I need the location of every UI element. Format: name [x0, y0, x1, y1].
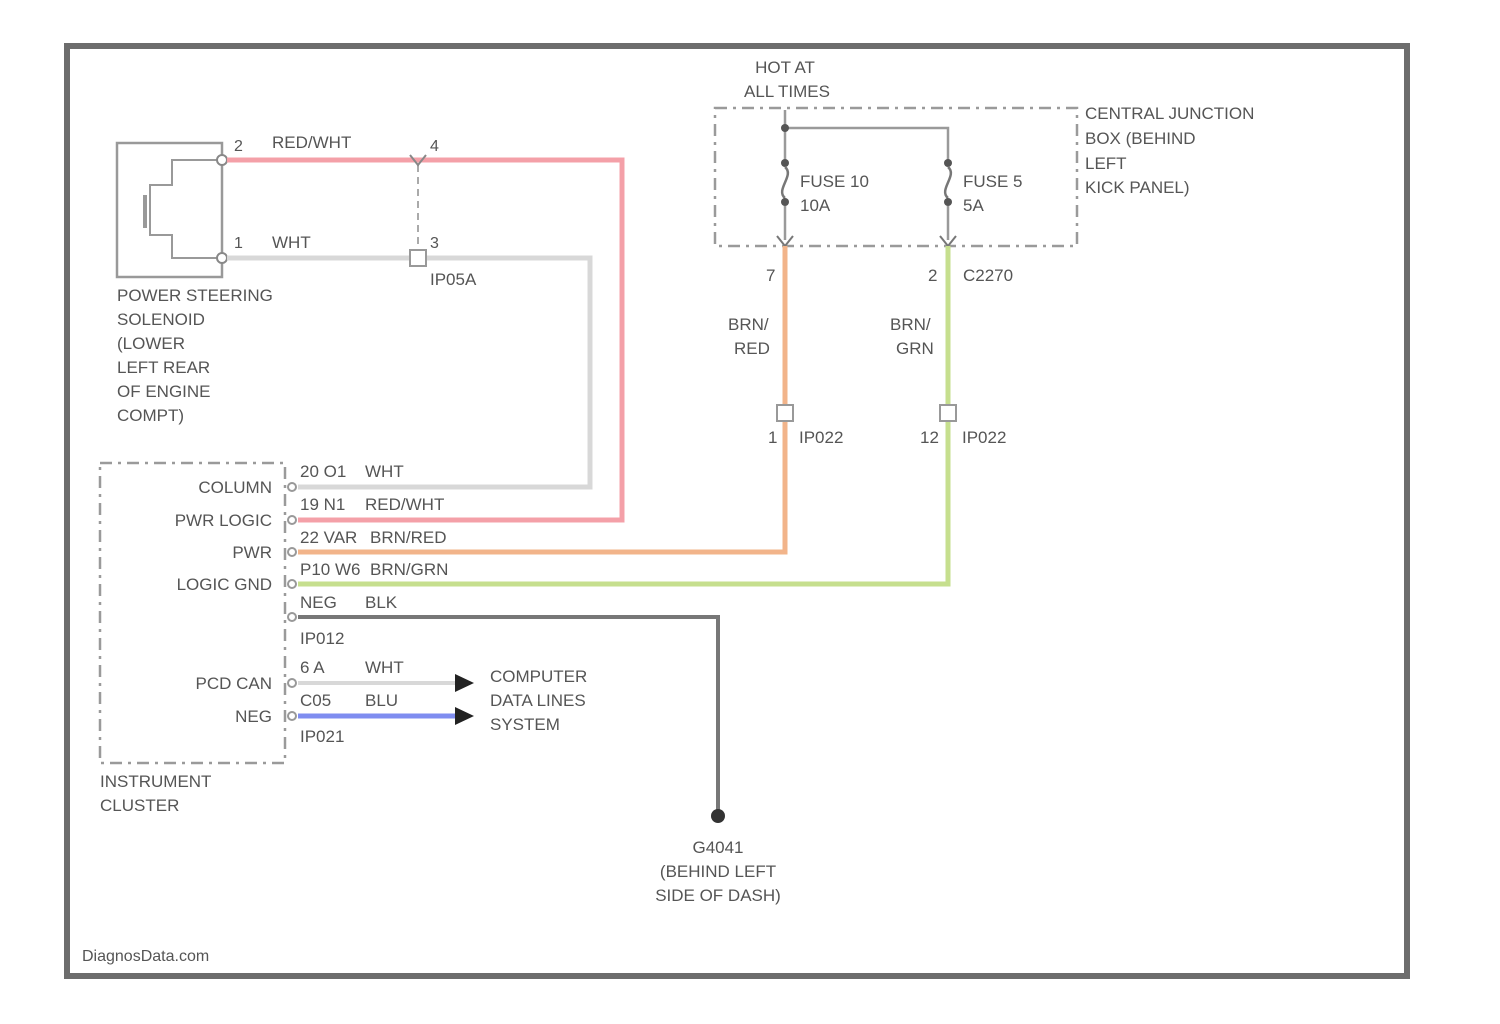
fuse-5-top-terminal [944, 159, 952, 167]
ip022-pin-1: 1 [768, 428, 777, 447]
junction-connector-id: IP05A [430, 270, 477, 289]
wire-brn-red-label-1: BRN/ [728, 315, 769, 334]
wire-brn-grn-label-2: GRN [896, 339, 934, 358]
solenoid-pin-1-terminal [217, 253, 227, 263]
ip05a-pin-3-connector-icon [410, 250, 426, 266]
cjb-connector-id: C2270 [963, 266, 1013, 285]
cluster-pin-19-wire: RED/WHT [365, 495, 444, 514]
solenoid-label-3: (LOWER [117, 334, 185, 353]
solenoid-wire-bottom-label: WHT [272, 233, 311, 252]
fuse-10-rating: 10A [800, 196, 831, 215]
hscan-plus-wire: WHT [365, 658, 404, 677]
solenoid-label-4: LEFT REAR [117, 358, 210, 377]
solenoid-label-6: COMPT) [117, 406, 184, 425]
fuse-10-label: FUSE 10 [800, 172, 869, 191]
cluster-pin-19-terminal [288, 516, 296, 524]
solenoid-pin-1: 1 [234, 235, 243, 252]
computer-data-lines-1: COMPUTER [490, 667, 587, 686]
solenoid-wire-top-label: RED/WHT [272, 133, 351, 152]
cluster-row-pwr-logic-label: PWR LOGIC [175, 511, 272, 530]
fuse-5-icon [945, 167, 951, 198]
solenoid-pin-2: 2 [234, 138, 243, 155]
ground-label-2: (BEHIND LEFT [660, 862, 776, 881]
hscan-minus-arrow-icon [455, 707, 474, 725]
cluster-pin-20-wire: WHT [365, 462, 404, 481]
fuse-10-icon [782, 167, 788, 198]
ip022-pin-1-connector-icon [777, 405, 793, 421]
cjb-pin-2: 2 [928, 266, 937, 285]
cjb-label-2: BOX (BEHIND [1085, 129, 1196, 148]
solenoid-pin-2-terminal [217, 155, 227, 165]
cluster-label-1: INSTRUMENT [100, 772, 211, 791]
solenoid-label-5: OF ENGINE [117, 382, 211, 401]
ground-point-icon [711, 809, 725, 823]
cluster-pin-20-label: 20 O1 [300, 462, 346, 481]
wire-red-wht [227, 160, 622, 520]
hscan-label: PCD CAN [195, 674, 272, 693]
ip022-right-id: IP022 [962, 428, 1006, 447]
cjb-pin-7: 7 [766, 266, 775, 285]
cluster-pin-neg-wire: BLK [365, 593, 398, 612]
cluster-connector-bottom: IP021 [300, 727, 344, 746]
ip022-left-id: IP022 [799, 428, 843, 447]
computer-data-lines-3: SYSTEM [490, 715, 560, 734]
fuse-5-bottom-terminal [944, 198, 952, 206]
cluster-label-2: CLUSTER [100, 796, 179, 815]
cjb-label-3: LEFT [1085, 154, 1127, 173]
computer-data-lines-2: DATA LINES [490, 691, 586, 710]
hot-at-label-1: HOT AT [755, 58, 815, 77]
fuse-10-top-terminal [781, 159, 789, 167]
ip022-pin-12: 12 [920, 428, 939, 447]
cluster-pin-20-terminal [288, 483, 296, 491]
hscan-plus-pin: 6 A [300, 658, 325, 677]
junction-pin-3: 3 [430, 235, 439, 252]
cjb-label-1: CENTRAL JUNCTION [1085, 104, 1254, 123]
neg-label: NEG [235, 707, 272, 726]
cluster-pin-neg-terminal [288, 613, 296, 621]
hot-at-label-2: ALL TIMES [744, 82, 830, 101]
cluster-pin-22-label: 22 VAR [300, 528, 357, 547]
cluster-pin-5-terminal [288, 712, 296, 720]
cluster-pin-22-terminal [288, 548, 296, 556]
power-bus [785, 110, 948, 160]
cluster-connector-top: IP012 [300, 629, 344, 648]
fuse-10-bottom-terminal [781, 198, 789, 206]
ground-label-1: G4041 [692, 838, 743, 857]
fuse-5-rating: 5A [963, 196, 984, 215]
cluster-pin-10-terminal [288, 580, 296, 588]
cluster-pin-19-label: 19 N1 [300, 495, 345, 514]
watermark: DiagnosData.com [82, 948, 209, 965]
cluster-row-pwr-label: PWR [232, 543, 272, 562]
cluster-pin-6-terminal [288, 679, 296, 687]
power-steering-solenoid-box [117, 143, 222, 277]
ground-label-3: SIDE OF DASH) [655, 886, 781, 905]
cluster-row-logic-gnd-label: LOGIC GND [177, 575, 272, 594]
bus-splice-dot [781, 124, 789, 132]
cluster-pin-10-wire: BRN/GRN [370, 560, 448, 579]
solenoid-label-1: POWER STEERING [117, 286, 273, 305]
cjb-label-4: KICK PANEL) [1085, 178, 1190, 197]
solenoid-label-2: SOLENOID [117, 310, 205, 329]
cluster-pin-10-label: P10 W6 [300, 560, 360, 579]
hscan-plus-arrow-icon [455, 674, 474, 692]
ip022-pin-12-connector-icon [940, 405, 956, 421]
cluster-pin-neg-label: NEG [300, 593, 337, 612]
cluster-row-column-label: COLUMN [198, 478, 272, 497]
wire-brn-grn-label-1: BRN/ [890, 315, 931, 334]
wire-brn-red-label-2: RED [734, 339, 770, 358]
fuse-5-label: FUSE 5 [963, 172, 1023, 191]
hscan-minus-wire: BLU [365, 691, 398, 710]
wire-wht [227, 258, 590, 487]
cluster-pin-22-wire: BRN/RED [370, 528, 447, 547]
hscan-minus-pin: C05 [300, 691, 331, 710]
solenoid-coil-icon [150, 160, 222, 258]
junction-pin-4: 4 [430, 138, 439, 155]
